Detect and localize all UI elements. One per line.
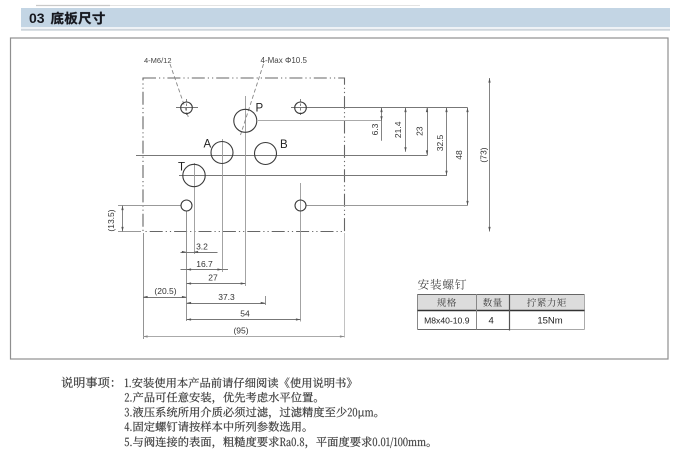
svg-text:(20.5): (20.5) xyxy=(154,286,176,296)
svg-text:16.7: 16.7 xyxy=(196,259,213,269)
svg-text:(13.5): (13.5) xyxy=(106,209,116,231)
svg-text:48: 48 xyxy=(454,150,464,160)
svg-text:03: 03 xyxy=(29,10,45,26)
svg-text:3.2: 3.2 xyxy=(196,242,208,252)
svg-text:(73): (73) xyxy=(478,147,488,162)
svg-text:A: A xyxy=(204,138,212,150)
svg-text:4-Max Φ10.5: 4-Max Φ10.5 xyxy=(261,56,308,65)
svg-text:27: 27 xyxy=(208,273,218,283)
svg-text:15Nm: 15Nm xyxy=(537,316,562,327)
svg-text:4: 4 xyxy=(489,316,494,327)
svg-text:4-M6/12: 4-M6/12 xyxy=(144,56,172,65)
svg-text:54: 54 xyxy=(240,309,250,319)
svg-text:37.3: 37.3 xyxy=(218,292,235,302)
svg-text:T: T xyxy=(178,161,185,173)
svg-text:23: 23 xyxy=(415,126,425,136)
svg-text:32.5: 32.5 xyxy=(435,134,445,151)
svg-text:B: B xyxy=(280,139,288,151)
svg-text:P: P xyxy=(256,103,264,115)
svg-text:M8x40-10.9: M8x40-10.9 xyxy=(424,316,470,326)
svg-text:6.3: 6.3 xyxy=(370,123,380,135)
svg-text:(95): (95) xyxy=(233,326,248,336)
svg-text:21.4: 21.4 xyxy=(393,121,403,138)
